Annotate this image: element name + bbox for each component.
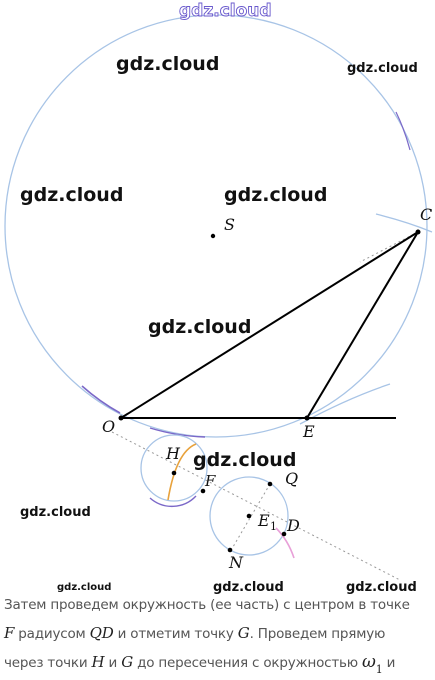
label-e1-sub: 1 (270, 520, 277, 533)
dotted-line-main (111, 431, 401, 581)
caption-l3b: и (104, 655, 122, 671)
big-circle-arc-left (81, 385, 121, 414)
point-q (267, 481, 273, 487)
caption-line-2: F радиусом QD и отметим точку G. Проведе… (4, 619, 432, 648)
caption-l3c: до пересечения с окружностью (133, 655, 363, 671)
caption-f: F (4, 624, 15, 642)
circle-h (140, 434, 208, 502)
point-d (281, 531, 287, 537)
point-h (171, 470, 177, 476)
circle-omega1-arc-pink (275, 527, 295, 559)
label-d: D (286, 516, 300, 535)
watermark-6: gdz.cloud (193, 449, 296, 471)
caption-l3a: через точки (4, 655, 92, 671)
caption-line-3: через точки H и G до пересечения с окруж… (4, 648, 432, 678)
label-e1: E (257, 511, 270, 530)
caption-text: Затем проведем окружность (ее часть) с ц… (4, 591, 432, 678)
point-n (227, 547, 233, 553)
caption-l3d: и (382, 655, 396, 671)
caption-line-1: Затем проведем окружность (ее часть) с ц… (4, 597, 410, 613)
caption-qd: QD (89, 624, 114, 642)
arc-through-c (375, 213, 433, 233)
dotted-line-qn (229, 483, 271, 553)
segment-oc (120, 231, 419, 419)
caption-g2: G (121, 653, 133, 671)
label-h: H (165, 444, 181, 463)
label-f: F (204, 472, 216, 490)
segment-ec (306, 231, 419, 419)
watermark-2: gdz.cloud (347, 61, 418, 76)
caption-g1: G (237, 624, 250, 642)
big-circle (4, 14, 428, 438)
caption-l2c: . Проведем прямую (249, 626, 386, 642)
point-e1 (246, 513, 252, 519)
point-e (304, 415, 310, 421)
watermark-10: gdz.cloud (346, 580, 417, 595)
label-o: O (102, 417, 115, 436)
point-c (415, 229, 421, 235)
circle-h-arc-purple (149, 495, 197, 508)
circle-h-arc-orange (167, 443, 197, 501)
caption-omega-sub: 1 (375, 663, 383, 676)
label-s: S (224, 215, 235, 234)
watermark-top: gdz.cloud (179, 1, 272, 21)
label-q: Q (285, 469, 298, 488)
point-f (200, 488, 206, 494)
caption-omega: ω (362, 652, 376, 672)
watermark-5: gdz.cloud (148, 316, 251, 338)
big-circle-arc-bottom (149, 427, 206, 438)
label-c: C (420, 205, 432, 224)
watermark-9: gdz.cloud (213, 580, 284, 595)
watermark-4: gdz.cloud (224, 184, 327, 206)
point-o (118, 415, 124, 421)
point-s (210, 233, 216, 239)
caption-l2b: и отметим точку (113, 626, 238, 642)
circle-omega1 (209, 476, 289, 556)
watermark-3: gdz.cloud (20, 184, 123, 206)
watermark-8: gdz.cloud (57, 582, 111, 593)
caption-h: H (91, 653, 105, 671)
watermark-7: gdz.cloud (20, 505, 91, 520)
big-circle-arc-right (395, 111, 411, 151)
label-n: N (228, 553, 244, 572)
watermark-1: gdz.cloud (116, 53, 219, 75)
label-e: E (302, 422, 315, 441)
caption-l2a: радиусом (14, 626, 90, 642)
